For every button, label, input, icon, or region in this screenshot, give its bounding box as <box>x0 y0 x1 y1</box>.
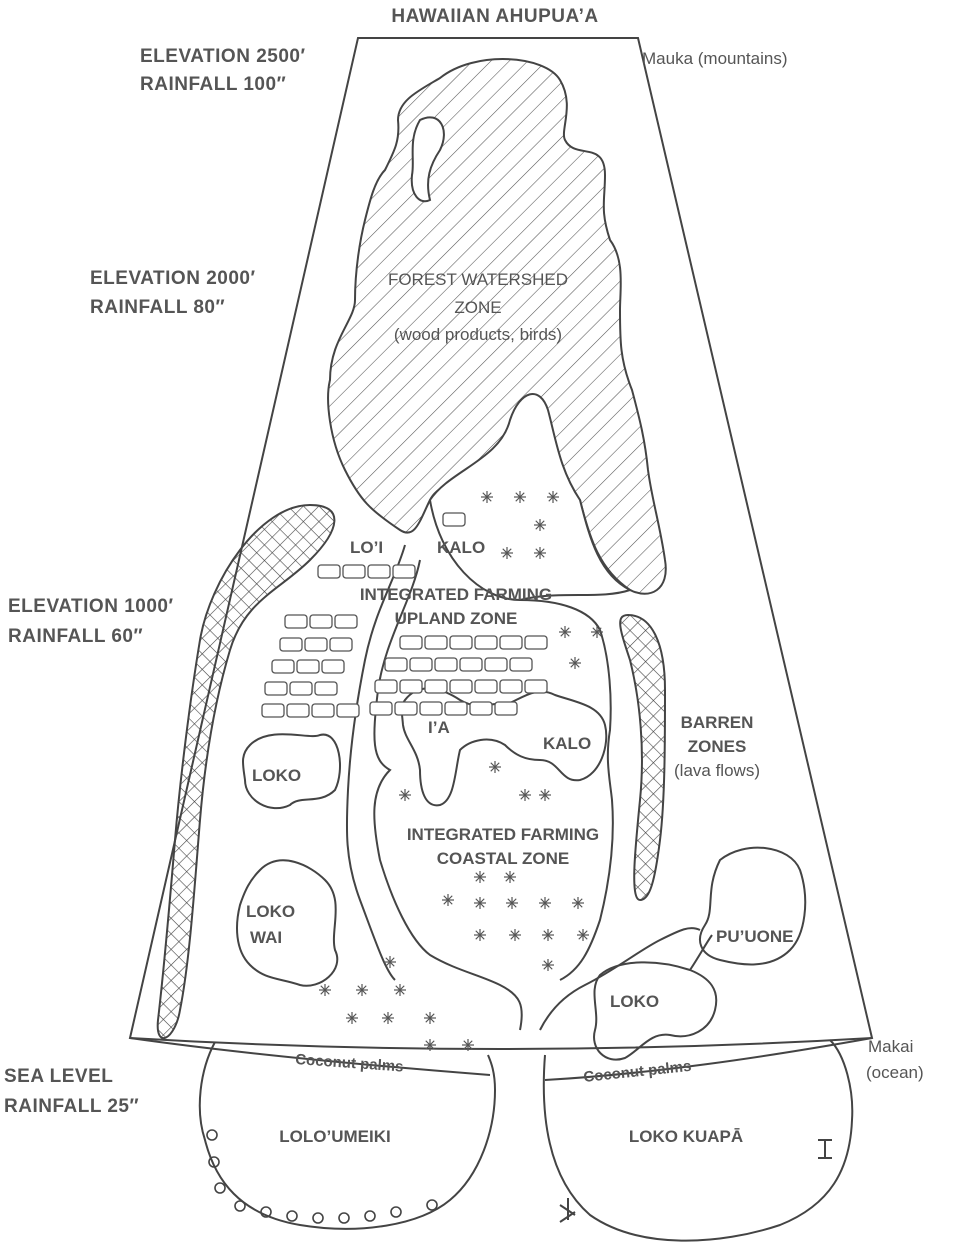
barren-zone-label-2: ZONES <box>688 737 747 756</box>
crop-star-marker <box>501 547 513 559</box>
crop-star-marker <box>542 959 554 971</box>
label-mauka: Mauka (mountains) <box>642 49 788 68</box>
loko-left-label: LOKO <box>252 766 301 785</box>
crop-star-marker <box>319 984 331 996</box>
crop-star-marker <box>559 626 571 638</box>
crop-star-marker <box>577 929 589 941</box>
kalo-upper-label: KALO <box>437 538 485 557</box>
barren-zone-right <box>619 613 667 902</box>
barren-zone-left <box>156 503 336 1040</box>
crop-star-marker <box>394 984 406 996</box>
forest-zone-label-3: (wood products, birds) <box>394 325 562 344</box>
forest-zone-label-1: FOREST WATERSHED <box>388 270 568 289</box>
kalo-plots <box>369 635 548 716</box>
lolo-umeiki-bay <box>198 1041 497 1230</box>
crop-star-marker <box>462 1039 474 1051</box>
crop-star-marker <box>572 897 584 909</box>
coastline-right <box>544 1037 873 1081</box>
loi-plots <box>261 512 466 718</box>
label-rainfall-80: RAINFALL 80″ <box>90 297 225 318</box>
stream-channel-right <box>373 559 523 1031</box>
lolo-umeiki-label: LOLO’UMEIKI <box>279 1127 390 1146</box>
crop-star-marker <box>542 929 554 941</box>
puuone-channel <box>689 934 713 971</box>
stream-channel-left <box>345 544 406 981</box>
crop-star-marker <box>534 547 546 559</box>
upland-opening <box>428 393 633 602</box>
crop-star-marker <box>384 956 396 968</box>
crop-star-marker <box>539 789 551 801</box>
crop-star-marker <box>569 657 581 669</box>
ia-label: I’A <box>428 718 450 737</box>
crop-star-marker <box>474 897 486 909</box>
coastline-left <box>129 1037 491 1076</box>
label-elevation-2500: ELEVATION 2500′ <box>140 46 306 67</box>
loko-pond-left <box>242 733 341 810</box>
kalo-lower-label: KALO <box>543 734 591 753</box>
crop-star-marker <box>442 894 454 906</box>
crop-star-marker <box>506 897 518 909</box>
crop-star-marker <box>346 1012 358 1024</box>
barren-zone-label-1: BARREN <box>681 713 754 732</box>
loko-pond-right <box>593 961 718 1061</box>
ahupuaa-boundary <box>128 37 874 1050</box>
crop-star-marker <box>504 871 516 883</box>
loi-label: LO’I <box>350 538 383 557</box>
loko-right-label: LOKO <box>610 992 659 1011</box>
label-elevation-2000: ELEVATION 2000′ <box>90 268 256 289</box>
crop-star-marker <box>519 789 531 801</box>
label-makai: Makai <box>868 1037 913 1056</box>
label-sea-level: SEA LEVEL <box>4 1066 113 1087</box>
puuone-pond <box>699 846 807 966</box>
stream-channel-right-b <box>539 927 701 1031</box>
label-rainfall-100: RAINFALL 100″ <box>140 74 286 95</box>
crop-star-marker <box>424 1039 436 1051</box>
kuapa-wall-marker-1 <box>818 1139 832 1159</box>
crop-star-marker <box>474 871 486 883</box>
crop-star-marker <box>534 519 546 531</box>
crop-star-marker <box>591 626 603 638</box>
loko-wai-label-2: WAI <box>250 928 282 947</box>
barren-zone-label-3: (lava flows) <box>674 761 760 780</box>
crop-star-marker <box>424 1012 436 1024</box>
crop-star-marker <box>547 491 559 503</box>
crop-star-marker <box>514 491 526 503</box>
crop-star-marker <box>489 761 501 773</box>
loko-wai-label-1: LOKO <box>246 902 295 921</box>
crop-star-marker <box>474 929 486 941</box>
upland-zone-label-1: INTEGRATED FARMING <box>360 585 552 604</box>
label-ocean: (ocean) <box>866 1063 924 1082</box>
coconut-palms-right: Coconut palms <box>583 1058 693 1086</box>
forest-zone-label-2: ZONE <box>454 298 501 317</box>
coastal-zone-label-2: COASTAL ZONE <box>437 849 570 868</box>
forest-inner-notch <box>410 116 445 203</box>
loko-wai-pond <box>236 859 339 987</box>
crop-star-marker <box>356 984 368 996</box>
label-rainfall-25: RAINFALL 25″ <box>4 1096 139 1117</box>
crop-star-marker <box>382 1012 394 1024</box>
crop-star-marker <box>481 491 493 503</box>
kuapa-wall-marker-2 <box>559 1198 576 1223</box>
crop-markers <box>319 491 603 1051</box>
diagram-title: HAWAIIAN AHUPUA’A <box>391 6 598 27</box>
coconut-palms-left: Coconut palms <box>295 1051 404 1076</box>
shoreline-loops <box>206 1129 438 1224</box>
coastal-zone-label-1: INTEGRATED FARMING <box>407 825 599 844</box>
label-rainfall-60: RAINFALL 60″ <box>8 626 143 647</box>
crop-star-marker <box>539 897 551 909</box>
crop-star-marker <box>509 929 521 941</box>
label-elevation-1000: ELEVATION 1000′ <box>8 596 174 617</box>
upland-zone-label-2: UPLAND ZONE <box>395 609 518 628</box>
coastal-zone-boundary <box>519 599 614 981</box>
loko-kuapa-bay <box>542 1039 854 1242</box>
loko-kuapa-label: LOKO KUAPĀ <box>629 1127 743 1146</box>
puuone-label: PU’UONE <box>716 927 793 946</box>
crop-star-marker <box>399 789 411 801</box>
